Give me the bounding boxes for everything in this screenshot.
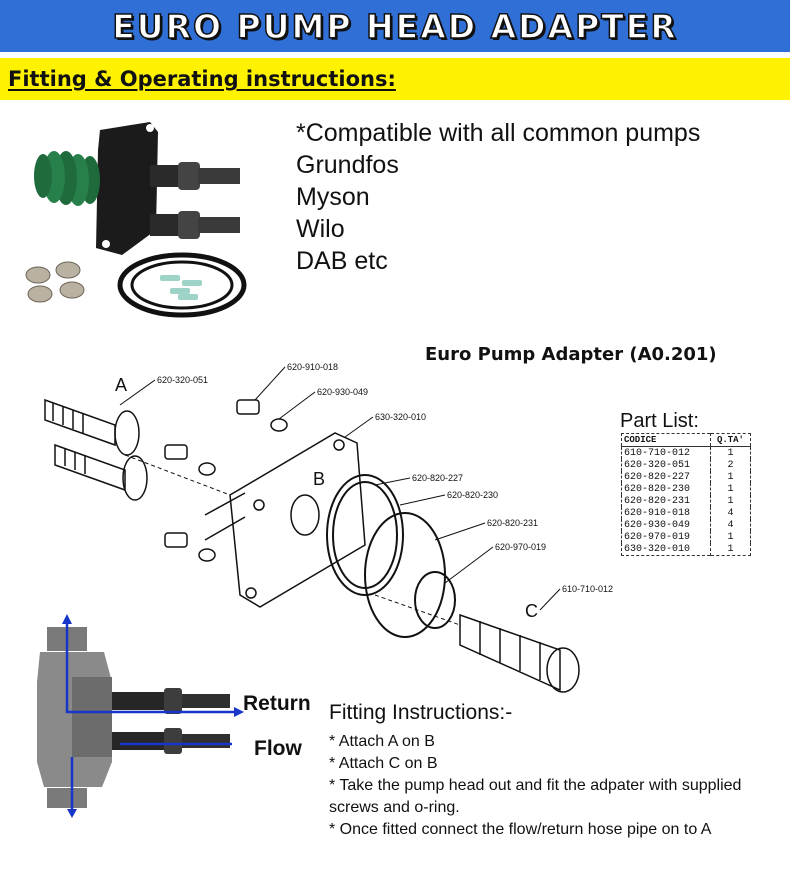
part-qty: 1 (709, 495, 751, 507)
adapter-plate (96, 122, 158, 255)
part-qty: 4 (709, 507, 751, 519)
return-label: Return (243, 692, 311, 715)
adapter-body-b (204, 432, 366, 608)
part-code: 610-710-012 (624, 447, 691, 459)
title-banner: EURO PUMP HEAD ADAPTER (0, 0, 790, 52)
column-header-code: CODICE (621, 433, 711, 447)
part-qty: 4 (709, 519, 751, 531)
part-qty: 1 (709, 531, 751, 543)
callout-label: 620-930-049 (317, 387, 368, 397)
part-qty: 1 (709, 543, 751, 556)
table-row: 620-320-051 2 (622, 459, 751, 471)
subtitle-banner: Fitting & Operating instructions: (0, 58, 790, 100)
part-letter-b: B (313, 469, 325, 489)
part-qty: 1 (709, 471, 751, 483)
part-list-table: CODICE Q.TA' 610-710-012 1 620-320-051 2 6… (621, 433, 751, 556)
fitting-step: * Attach A on B (329, 733, 435, 750)
screws (160, 275, 202, 300)
callout-label: 620-820-227 (412, 473, 463, 483)
flow-label: Flow (254, 737, 302, 760)
table-row: 620-820-231 1 (622, 495, 751, 507)
green-bellows (34, 151, 100, 206)
table-row: 620-820-227 1 (622, 471, 751, 483)
part-code: 620-970-019 (624, 531, 691, 543)
part-qty: 1 (709, 446, 751, 459)
part-code: 620-930-049 (624, 519, 691, 531)
compat-brand: Wilo (296, 215, 345, 243)
part-code: 620-820-231 (624, 495, 691, 507)
callout-label: 620-910-018 (287, 362, 338, 372)
exploded-diagram: 620-320-051 620-910-018 620-930-049 630-… (44, 362, 613, 693)
compat-brand: Myson (296, 183, 370, 211)
part-list-title: Part List: (620, 410, 699, 432)
hose-tails (150, 162, 240, 239)
arrow-heads (62, 614, 244, 818)
table-row: 620-820-230 1 (622, 483, 751, 495)
part-code: 620-910-018 (624, 507, 691, 519)
part-letter-c: C (525, 601, 538, 621)
table-row: 630-320-010 1 (622, 543, 751, 556)
column-header-qty: Q.TA' (709, 433, 751, 447)
leader-lines (124, 454, 461, 626)
o-rings (117, 252, 247, 318)
callout-label: 620-320-051 (157, 375, 208, 385)
part-code: 620-820-230 (624, 483, 691, 495)
flow-arrow-lines (65, 622, 237, 812)
table-row: 610-710-012 1 (622, 446, 751, 459)
callout-label: 610-710-012 (562, 584, 613, 594)
callout-lines (119, 366, 561, 611)
callout-label: 620-970-019 (495, 542, 546, 552)
washers (25, 261, 85, 303)
part-code: 620-820-227 (624, 471, 691, 483)
fitting-step: * Take the pump head out and fit the adp… (329, 777, 742, 816)
part-code: 630-320-010 (624, 543, 691, 555)
fitting-instructions-title: Fitting Instructions:- (329, 701, 513, 724)
callout-label: 620-820-231 (487, 518, 538, 528)
pump-hose-tails (112, 688, 230, 754)
callout-label: 620-820-230 (447, 490, 498, 500)
table-header-row: CODICE Q.TA' (621, 433, 751, 447)
fitting-steps: * Attach A on B * Attach C on B * Take t… (329, 731, 769, 841)
table-row: 620-930-049 4 (622, 519, 751, 531)
part-qty: 2 (709, 459, 751, 471)
pump-body (37, 627, 112, 808)
part-letter-a: A (115, 375, 127, 395)
table-row: 620-970-019 1 (622, 531, 751, 543)
fitting-step: * Once fitted connect the flow/return ho… (329, 821, 712, 838)
part-qty: 1 (709, 483, 751, 495)
compat-brand: DAB etc (296, 247, 388, 275)
page-title: EURO PUMP HEAD ADAPTER (112, 6, 678, 47)
diagram-title: Euro Pump Adapter (A0.201) (425, 344, 717, 365)
bellows-c (459, 613, 580, 693)
pump-photo (37, 614, 244, 818)
product-photo (25, 122, 247, 318)
screws-washers (164, 399, 288, 562)
table-row: 620-910-018 4 (622, 507, 751, 519)
compat-note: *Compatible with all common pumps (296, 119, 701, 147)
compatibility-list: *Compatible with all common pumps Grundf… (296, 117, 700, 277)
compat-brand: Grundfos (296, 151, 399, 179)
part-code: 620-320-051 (624, 459, 691, 471)
callout-label: 630-320-010 (375, 412, 426, 422)
page-subtitle: Fitting & Operating instructions: (8, 67, 396, 91)
fitting-step: * Attach C on B (329, 755, 438, 772)
hose-tails-a (44, 398, 148, 501)
seal-rings (326, 474, 456, 638)
